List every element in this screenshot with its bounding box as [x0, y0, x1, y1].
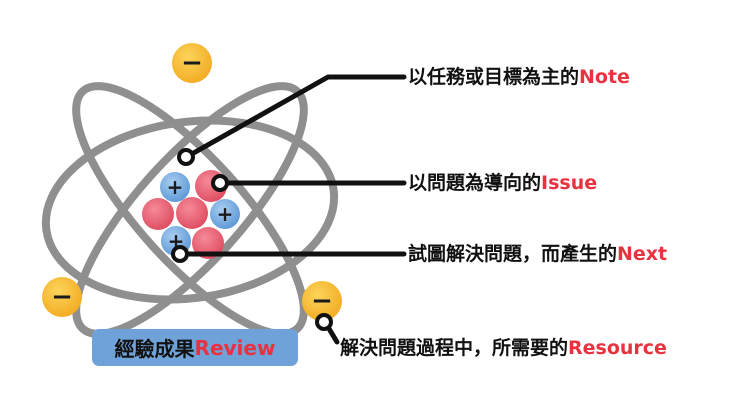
- svg-text:−: −: [51, 282, 73, 312]
- anchor-dot-next: [171, 245, 189, 263]
- orbits: [41, 82, 339, 338]
- proton: [176, 197, 208, 229]
- svg-text:−: −: [311, 286, 333, 316]
- label-next-text: 試圖解決問題，而產生的: [408, 243, 618, 265]
- proton: [192, 227, 224, 259]
- orbit-diagonal-right: [72, 82, 308, 338]
- proton: [142, 198, 174, 230]
- label-issue: 以問題為導向的Issue: [408, 171, 597, 195]
- label-note-highlight: Note: [579, 66, 630, 88]
- label-note-text: 以任務或目標為主的: [408, 66, 580, 88]
- label-issue-text: 以問題為導向的: [408, 172, 542, 194]
- label-resource-highlight: Resource: [568, 337, 667, 359]
- leader-line-note: [187, 74, 407, 158]
- electron: −: [302, 281, 342, 321]
- review-text: 經驗成果: [114, 337, 195, 361]
- review-highlight: Review: [194, 335, 276, 360]
- anchor-dot-issue: [211, 174, 229, 192]
- plus-sign: +: [167, 175, 184, 199]
- label-issue-highlight: Issue: [541, 172, 598, 194]
- anchor-dot-note: [177, 148, 195, 166]
- plus-sign: +: [217, 202, 234, 226]
- electron: −: [42, 277, 82, 317]
- label-resource-text: 解決問題過程中，所需要的: [340, 337, 569, 359]
- label-note: 以任務或目標為主的Note: [408, 65, 630, 89]
- neutron: [210, 199, 240, 229]
- leader-lines: [179, 74, 407, 345]
- electron: −: [172, 43, 212, 83]
- label-next-highlight: Next: [617, 243, 668, 265]
- electrons: − − −: [42, 43, 342, 321]
- anchor-dots: [171, 148, 333, 331]
- label-resource: 解決問題過程中，所需要的Resource: [340, 336, 667, 360]
- orbit-diagonal-left: [72, 82, 308, 338]
- anchor-dot-resource: [315, 313, 333, 331]
- svg-text:−: −: [181, 48, 203, 78]
- label-next: 試圖解決問題，而產生的Next: [408, 242, 667, 266]
- neutron: [160, 172, 190, 202]
